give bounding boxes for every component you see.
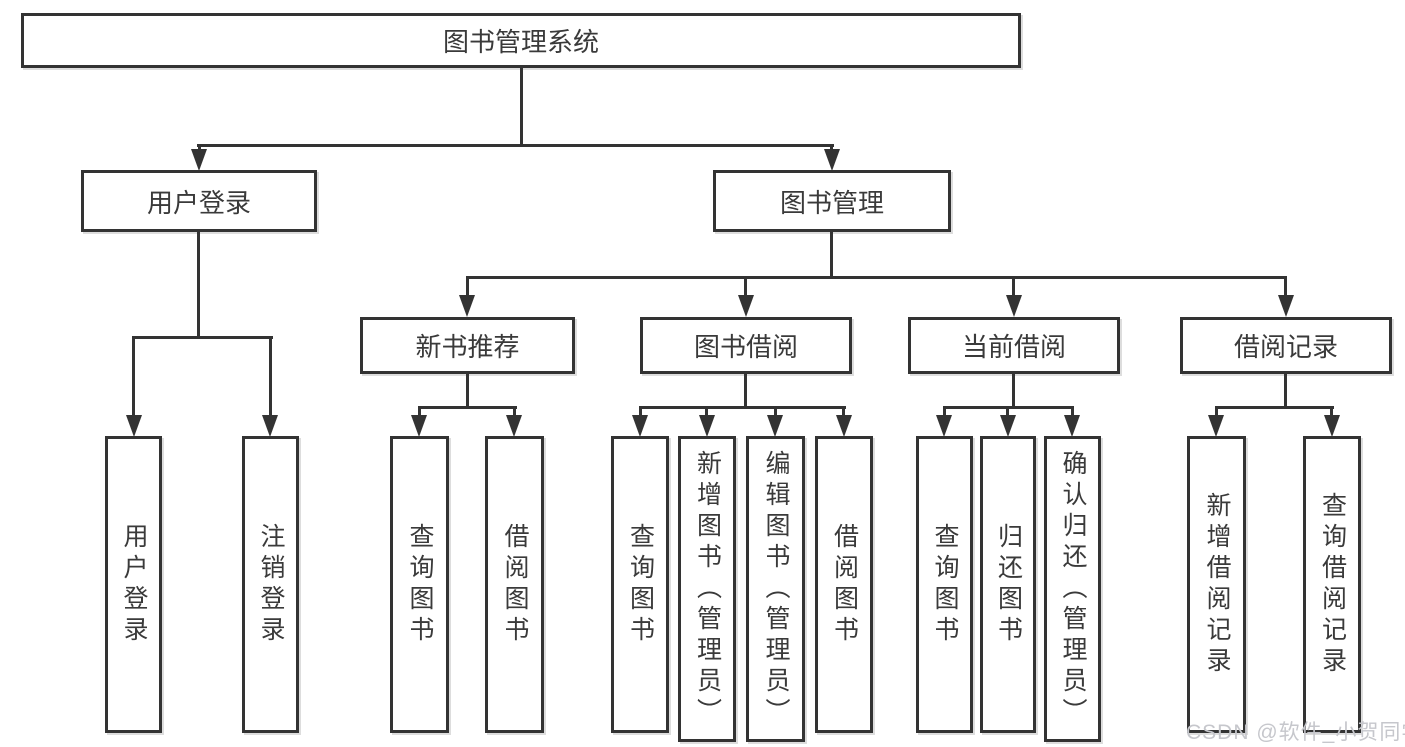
connector-line bbox=[744, 276, 747, 298]
leaf-query-books-borrow: 查询图书 bbox=[611, 436, 669, 733]
node-book-borrow: 图书借阅 bbox=[640, 317, 852, 374]
connector-line bbox=[197, 232, 200, 338]
connector-line bbox=[418, 406, 421, 416]
arrow-down-icon bbox=[1324, 415, 1340, 437]
connector-line bbox=[639, 406, 642, 416]
connector-line bbox=[418, 406, 517, 409]
connector-line bbox=[520, 68, 523, 146]
connector-line bbox=[1330, 406, 1333, 416]
connector-line bbox=[466, 276, 1286, 279]
connector-line bbox=[1215, 406, 1218, 416]
connector-line bbox=[513, 406, 516, 416]
node-library-system: 图书管理系统 bbox=[21, 13, 1021, 68]
node-new-book-recommend: 新书推荐 bbox=[360, 317, 575, 374]
arrow-down-icon bbox=[506, 415, 522, 437]
connector-line bbox=[1012, 374, 1015, 408]
leaf-add-books-admin: 新增图书（管理员） bbox=[678, 436, 736, 742]
node-current-borrow: 当前借阅 bbox=[908, 317, 1120, 374]
arrow-down-icon bbox=[191, 149, 207, 171]
connector-line bbox=[943, 406, 946, 416]
connector-line bbox=[1284, 276, 1287, 298]
leaf-query-books-recommend: 查询图书 bbox=[390, 436, 449, 733]
leaf-add-borrow-record: 新增借阅记录 bbox=[1187, 436, 1246, 733]
arrow-down-icon bbox=[738, 295, 754, 317]
leaf-query-borrow-record: 查询借阅记录 bbox=[1303, 436, 1361, 733]
connector-line bbox=[1071, 406, 1074, 416]
leaf-borrow-books-recommend: 借阅图书 bbox=[485, 436, 544, 733]
node-book-management: 图书管理 bbox=[713, 170, 951, 232]
connector-line bbox=[774, 406, 777, 416]
csdn-watermark: CSDN @软件_小贺同学 bbox=[1186, 721, 1405, 744]
arrow-down-icon bbox=[126, 415, 142, 437]
connector-line bbox=[198, 144, 201, 152]
arrow-down-icon bbox=[1000, 415, 1016, 437]
connector-line bbox=[466, 276, 469, 298]
leaf-borrow-books: 借阅图书 bbox=[815, 436, 873, 733]
leaf-confirm-return-admin: 确认归还（管理员） bbox=[1044, 436, 1101, 742]
leaf-edit-books-admin: 编辑图书（管理员） bbox=[746, 436, 805, 742]
connector-line bbox=[1284, 374, 1287, 408]
arrow-down-icon bbox=[699, 415, 715, 437]
leaf-return-books: 归还图书 bbox=[980, 436, 1036, 733]
connector-line bbox=[1012, 276, 1015, 298]
arrow-down-icon bbox=[767, 415, 783, 437]
leaf-query-books-current: 查询图书 bbox=[916, 436, 973, 733]
arrow-down-icon bbox=[1006, 295, 1022, 317]
arrow-down-icon bbox=[824, 149, 840, 171]
connector-line bbox=[830, 144, 833, 152]
arrow-down-icon bbox=[459, 295, 475, 317]
arrow-down-icon bbox=[1278, 295, 1294, 317]
node-user-login: 用户登录 bbox=[81, 170, 317, 232]
connector-line bbox=[197, 144, 834, 147]
arrow-down-icon bbox=[262, 415, 278, 437]
connector-line bbox=[466, 374, 469, 408]
connector-line bbox=[132, 336, 135, 416]
arrow-down-icon bbox=[632, 415, 648, 437]
connector-line bbox=[744, 374, 747, 408]
leaf-user-login: 用户登录 bbox=[105, 436, 162, 733]
connector-line bbox=[705, 406, 708, 416]
arrow-down-icon bbox=[936, 415, 952, 437]
connector-line bbox=[639, 406, 846, 409]
arrow-down-icon bbox=[1064, 415, 1080, 437]
connector-line bbox=[1215, 406, 1334, 409]
connector-line bbox=[842, 406, 845, 416]
connector-line bbox=[1006, 406, 1009, 416]
connector-line bbox=[132, 336, 273, 339]
leaf-logout-login: 注销登录 bbox=[242, 436, 299, 733]
arrow-down-icon bbox=[1208, 415, 1224, 437]
connector-line bbox=[269, 336, 272, 416]
node-borrow-records: 借阅记录 bbox=[1180, 317, 1392, 374]
arrow-down-icon bbox=[411, 415, 427, 437]
connector-line bbox=[830, 232, 833, 278]
arrow-down-icon bbox=[836, 415, 852, 437]
